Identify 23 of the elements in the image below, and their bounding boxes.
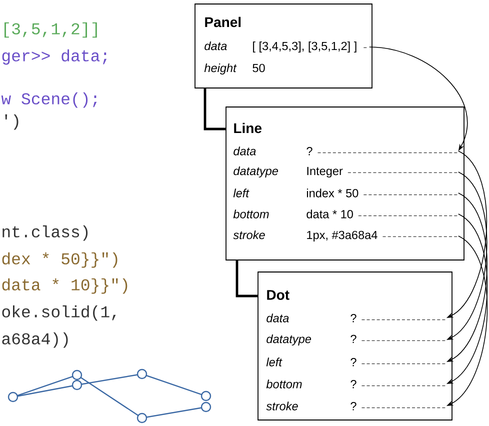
- property-row: bottom ?: [266, 380, 446, 388]
- property-row: height 50: [204, 64, 265, 74]
- property-row: data [ [3,4,5,3], [3,5,1,2] ]: [204, 42, 367, 52]
- property-row: datatype ?: [266, 334, 446, 346]
- code-line: oke.solid(1,: [2, 305, 116, 321]
- property-row: data ?: [266, 314, 446, 322]
- property-row: stroke ?: [266, 402, 446, 410]
- code-line: w Scene();: [1, 92, 97, 108]
- property-row: datatype Integer: [234, 166, 458, 178]
- property-row: left ?: [266, 358, 446, 366]
- code-line: data * 10}}"): [2, 278, 128, 294]
- property-row: data ?: [234, 146, 458, 156]
- property-row: left index * 50: [233, 188, 458, 198]
- code-line: '): [5, 114, 18, 130]
- property-row: bottom data * 10: [233, 210, 458, 218]
- code-line: [3,5,1,2]]: [4, 22, 97, 38]
- connector-line: [236, 260, 258, 298]
- code-line: ger>> data;: [2, 49, 107, 65]
- code-line: a68a4)): [2, 332, 68, 348]
- code-line: nt.class): [2, 225, 88, 241]
- property-row: stroke 1px, #3a68a4: [233, 230, 458, 242]
- connector-line: [204, 88, 226, 130]
- code-line: dex * 50}}"): [2, 252, 118, 268]
